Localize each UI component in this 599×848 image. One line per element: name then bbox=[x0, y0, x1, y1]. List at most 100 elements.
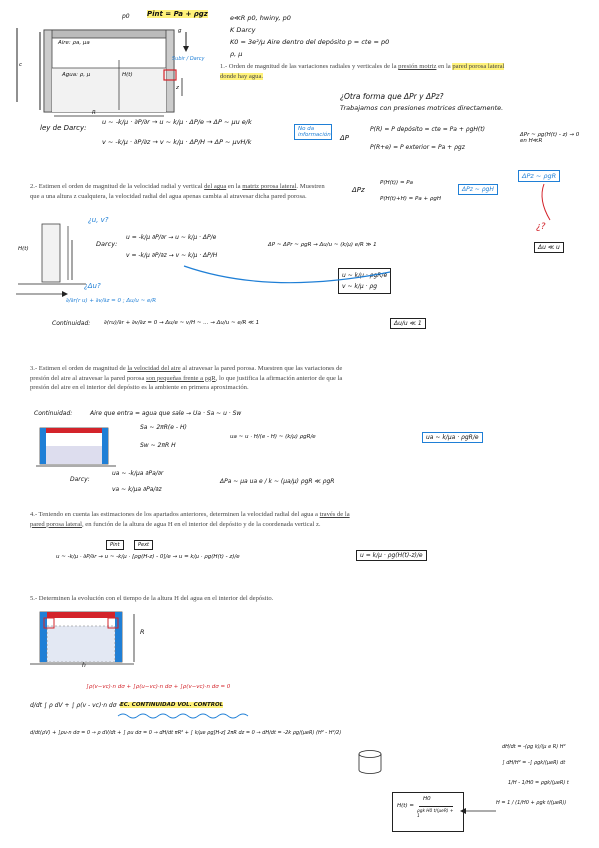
darcy-line-2: v ~ -k/μ · ∂P/∂z → v ~ k/μ · ΔP/H → ΔP ~… bbox=[102, 138, 252, 146]
q3-text-b: al atravesar la pared porosa. Muestren q… bbox=[30, 365, 343, 382]
fig1-water-label: Agua: ρ, μ bbox=[62, 72, 91, 78]
q3-continuidad-label: Continuidad: bbox=[34, 410, 73, 417]
q2-text-b: en la bbox=[226, 183, 243, 190]
q4-equation: u ~ -k/μ · ∂P/∂r → u ~ -k/μ · [ρg(H-z) -… bbox=[56, 554, 240, 560]
q5-right-eq-2: ∫ dH/H² = -∫ ρgk/(μeR) dt bbox=[502, 760, 566, 766]
darcy-line-1: u ~ -k/μ · ∂P/∂r → u ~ k/μ · ΔP/e → ΔP ~… bbox=[102, 118, 252, 126]
q5-right-eq-1: dH/dt = -(ρg k)/(μ e R) H² bbox=[502, 744, 566, 750]
final-box-numerator: H0 bbox=[423, 796, 431, 802]
q3-sa: Sa ~ 2πR(e - H) bbox=[140, 424, 187, 431]
final-box-title: H(t) = bbox=[397, 803, 414, 809]
darcy-label: ley de Darcy: bbox=[40, 124, 87, 132]
figure-1-deposit bbox=[16, 28, 189, 117]
q4-box: u = k/μ · ρg(H(t)-z)/e bbox=[356, 550, 427, 561]
q3-box: ua ~ k/μa · ρgR/e bbox=[422, 432, 483, 443]
fig1-air-label: Aire: ρa, μa bbox=[58, 40, 90, 46]
q5-continuidad-label: EC. CONTINUIDAD VOL. CONTROL bbox=[120, 702, 224, 708]
figure-2-wall bbox=[16, 223, 86, 297]
q2-line-v: v = -k/μ ∂P/∂z → v ~ k/μ · ΔP/H bbox=[126, 252, 218, 259]
alt-subline: Trabajamos con presiones motrices direct… bbox=[340, 104, 504, 112]
darcy-boxed-note: No da información bbox=[294, 124, 332, 140]
q4-label-top-2: Pext bbox=[134, 540, 154, 550]
q2-darcy-label: Darcy: bbox=[96, 240, 118, 248]
note-line-2: K Darcy bbox=[230, 26, 256, 34]
alt-eq-2: P(R+e) = P exterior = Pa + ρgz bbox=[370, 144, 465, 151]
q4-text-a: 4.- Teniendo en cuenta las estimaciones … bbox=[30, 511, 320, 518]
q3-text-c: , lo que justifica la afirmación anterio… bbox=[30, 374, 343, 392]
q2-term-2: matriz porosa lateral bbox=[242, 183, 297, 190]
q1-text-b: en la bbox=[436, 63, 453, 70]
section1-notes: e≪R p0, hwiny, p0 K Darcy K0 = 3e²/μ Air… bbox=[230, 12, 389, 60]
fig1-R-label: R bbox=[92, 110, 96, 116]
fig1-z-label: z bbox=[176, 85, 179, 91]
question-5: 5.- Determinen la evolución con el tiemp… bbox=[30, 595, 274, 602]
q3-term-2: son pequeñas frente a ρgR bbox=[146, 374, 216, 382]
q5-red-eq: ∫ρ(v−vc)·n dσ + ∫ρ(u−vc)·n dσ + ∫ρ(v−vc)… bbox=[86, 684, 231, 690]
final-box-denominator: ρgk H0 t/(μeR) + 1 bbox=[417, 809, 454, 819]
note-line-4: ρ, μ bbox=[230, 50, 243, 58]
question-1: 1.- Orden de magnitud de las variaciones… bbox=[220, 62, 510, 81]
q4-text-c: , en función de la altura de agua H en e… bbox=[82, 520, 321, 528]
final-box-fraction-bar bbox=[419, 806, 453, 807]
q5-long-eq: d/dt(ρV) + ∫ρu·n dσ = 0 → ρ dV/dt + ∫ ρu… bbox=[30, 730, 342, 736]
figure-5-cylinder bbox=[358, 750, 382, 774]
q3-continuidad-text: Aire que entra = agua que sale → Ua · Sa… bbox=[90, 410, 242, 417]
q3-darcy-u: ua ~ -k/μa ∂Pa/∂r bbox=[112, 470, 164, 477]
q5-right-eq-3: 1/H - 1/H0 = ρgk/(μeR) t bbox=[508, 780, 569, 786]
q5-right-eq-4: H = 1 / (1/H0 + ρgk t/(μeR)) bbox=[496, 800, 567, 806]
fig1-height-label: H(t) bbox=[122, 72, 133, 78]
q2-text-a: 2.- Estimen el orden de magnitud de la v… bbox=[30, 183, 205, 190]
alt-eq-1: P(R) = P depósito = cte = Pa + ρgH(t) bbox=[370, 126, 485, 133]
blue-swoosh bbox=[183, 265, 391, 284]
alt-dp-label: ΔP bbox=[340, 134, 350, 142]
alt-question: ¿Otra forma que ΔPr y ΔPz? bbox=[340, 92, 444, 101]
q2-term-1: del agua bbox=[204, 183, 227, 190]
question-3: 3.- Estimen el orden de magnitud de la v… bbox=[30, 364, 360, 393]
q2-box-2-line-b: v ~ k/μ · ρg bbox=[342, 283, 378, 290]
question-2: 2.- Estimen el orden de magnitud de la v… bbox=[30, 182, 330, 201]
q2-dp-eq: ΔP ~ ΔPr ~ ρgR → Δu/u ~ (k/μ) e/R ≫ 1 bbox=[268, 242, 377, 248]
q2-continuidad-eq: ∂(ru)/∂r + ∂v/∂z = 0 → Δu/e ~ v/H ~ ... … bbox=[104, 320, 260, 326]
fig1-c-label: c bbox=[19, 62, 23, 68]
red-arrow bbox=[541, 183, 551, 221]
q2-blue-note: ¿u, v? bbox=[88, 216, 109, 224]
q3-term-1: la velocidad del aire bbox=[127, 365, 181, 372]
q2-blue-q: ¿Δu? bbox=[84, 282, 101, 290]
q3-mid-eq: ua ~ u · H/(e - H) ~ (k/μ) ρgR/e bbox=[230, 434, 316, 440]
figure-5-deposit bbox=[30, 611, 135, 665]
q2-continuidad-box: Δu/u ≪ 1 bbox=[390, 318, 426, 329]
q2-line-u: u = -k/μ ∂P/∂r → u ~ k/μ · ΔP/e bbox=[126, 234, 217, 241]
alt-dpz-label: ΔPz bbox=[352, 186, 365, 194]
q3-text-a: 3.- Estimen el orden de magnitud de bbox=[30, 365, 128, 372]
q4-term-1: través de la pared porosa lateral bbox=[30, 511, 350, 528]
q3-darcy-result: ΔPa ~ μa ua e / k ~ (μa/μ) ρgR ≪ ρgR bbox=[220, 478, 335, 485]
q4-label-top: Pint bbox=[106, 540, 124, 550]
alt-right-box: ΔPz ~ ρgR bbox=[518, 170, 561, 182]
q3-darcy-v: va ~ k/μa ∂Pa/∂z bbox=[112, 486, 162, 493]
blue-wave bbox=[117, 713, 249, 719]
fig5-R-label: R bbox=[140, 628, 145, 636]
q1-text-a: 1.- Orden de magnitud de las variaciones… bbox=[220, 63, 399, 70]
q2-text-c: . Muestren que a una altura z cualquiera… bbox=[30, 183, 325, 200]
q3-darcy-label: Darcy: bbox=[70, 476, 90, 483]
q2-box-2: u ~ k/μ · ρgR/e v ~ k/μ · ρg bbox=[338, 268, 392, 294]
q3-sw: Sw ~ 2πR H bbox=[140, 442, 176, 449]
q2-box-2-line-a: u ~ k/μ · ρgR/e bbox=[342, 272, 388, 279]
fig1-g-label: g bbox=[178, 28, 182, 34]
fig5-h-label: h bbox=[82, 662, 86, 669]
q2-box-1: Δu ≪ u bbox=[534, 242, 564, 253]
figure-3-deposit bbox=[36, 427, 116, 467]
q1-term-1: presión motriz bbox=[398, 63, 437, 70]
alt-dpz-1: P(H(t)) = Pa bbox=[380, 180, 413, 186]
q2-blue-eq: ∂/∂r(r u) + ∂v/∂z = 0 ; Δu/u ~ e/R bbox=[66, 298, 157, 304]
fig1-p0-label: p0 bbox=[122, 13, 130, 20]
note-line-3: K0 = 3e²/μ Aire dentro del depósito p = … bbox=[230, 38, 390, 46]
fig1-highlight-equation: Pint = Pa + ρgz bbox=[147, 10, 208, 18]
fig2-H-label: H(t) bbox=[18, 246, 29, 252]
q2-continuidad-label: Continuidad: bbox=[52, 320, 91, 327]
alt-red-mark: ¿? bbox=[536, 222, 546, 232]
alt-dpz-result: ΔPz ~ ρgH bbox=[458, 184, 498, 195]
final-answer-box: H(t) = H0 ρgk H0 t/(μeR) + 1 bbox=[392, 792, 464, 832]
alt-eq-result: ΔPr ~ ρg(H(t) - z) → 0 en H≪R bbox=[520, 132, 580, 144]
alt-dpz-2: P(H(t)+H) = Pa + ρgH bbox=[380, 196, 441, 202]
